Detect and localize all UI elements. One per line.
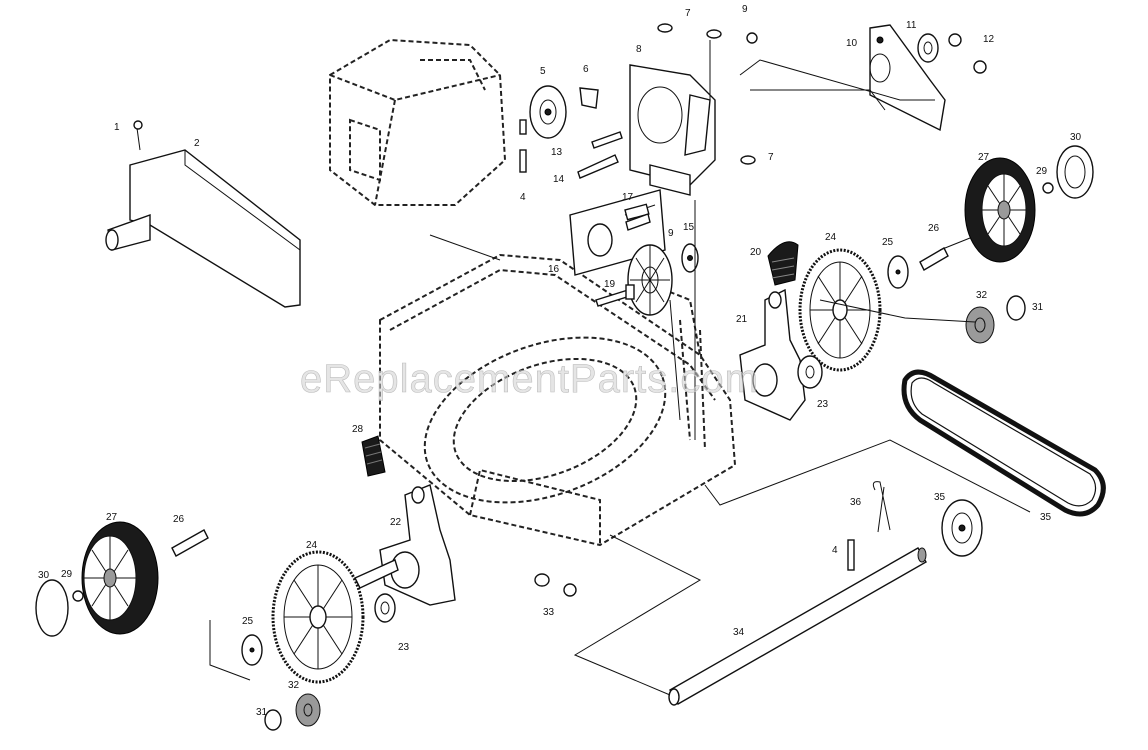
label-24b: 24 [306,540,318,551]
label-20: 20 [750,247,762,258]
label-21: 21 [736,314,748,325]
label-9b: 9 [668,228,674,239]
label-22: 22 [390,517,402,528]
rear-wheel-left-part-27 [81,521,159,635]
washer-part-11 [917,33,939,63]
label-7a: 7 [685,8,691,19]
label-10: 10 [846,38,858,49]
label-8: 8 [636,44,642,55]
bushing-part-26-right [919,247,949,271]
label-26a: 26 [928,223,940,234]
label-13: 13 [551,147,563,158]
watermark: eReplacementParts.com [300,357,759,401]
fasteners-13-14-4-17 [519,119,651,231]
label-27b: 27 [106,512,118,523]
axle-pulley-part-35 [941,499,983,557]
bolts-part-7 [657,23,758,165]
drive-gear-right-part-24 [798,248,882,372]
label-30a: 30 [1070,132,1082,143]
rear-wheel-right-part-27 [964,157,1036,263]
clip-part-31-left [264,709,282,731]
label-6: 6 [583,64,589,75]
part-labels: 1 2 4 4 5 6 7 7 8 9 9 10 11 12 13 14 15 … [38,4,1082,718]
height-bracket-right-part-21 [739,288,806,421]
label-4b: 4 [832,545,838,556]
rear-cover-part-2 [105,120,301,308]
washer-part-23-right [797,355,823,389]
cotter-pin-part-3 [872,481,891,533]
drive-gear-left-part-24 [271,550,365,684]
label-31a: 31 [1032,302,1044,313]
label-29b: 29 [61,569,73,580]
label-7b: 7 [768,152,774,163]
washer-part-25-right [887,255,909,289]
label-4a: 4 [520,192,526,203]
nut-part-12 [948,33,987,74]
bolt-part-19 [595,284,635,307]
label-11: 11 [906,20,917,31]
label-31b: 31 [256,707,268,718]
nut-part-29-left [72,590,84,602]
washer-part-25-left [241,634,263,666]
label-33: 33 [543,607,555,618]
label-2: 2 [194,138,200,149]
mower-deck [379,253,737,547]
cover-part-20 [767,241,799,286]
clip-part-6 [579,87,599,109]
label-28: 28 [352,424,364,435]
label-23a: 23 [817,399,829,410]
label-12: 12 [983,34,995,45]
pinion-gear-part-32-right [965,306,995,344]
hubcap-part-30-right [1056,145,1094,199]
pinion-gear-part-32-left [295,693,321,727]
label-34: 34 [733,627,745,638]
label-29a: 29 [1036,166,1048,177]
label-32b: 32 [288,680,300,691]
screws-part-33 [534,573,577,597]
label-23b: 23 [398,642,410,653]
label-36: 36 [850,497,862,508]
height-bracket-left-part-22 [354,484,456,606]
adjuster-bracket-part-8 [629,64,716,196]
washer-part-23-left [374,593,396,623]
pin-part-4 [847,539,855,571]
label-25b: 25 [242,616,254,627]
label-35b: 35 [1040,512,1052,523]
label-19: 19 [604,279,616,290]
bracket-part-10 [869,24,946,132]
label-5: 5 [540,66,546,77]
leader-lines [209,40,1031,696]
label-25a: 25 [882,237,894,248]
label-16: 16 [548,264,560,275]
pulley-part-5 [529,85,567,139]
label-30b: 30 [38,570,50,581]
clip-part-31-right [1006,295,1026,321]
label-15: 15 [683,222,695,233]
nut-part-29-right [1042,182,1054,194]
label-14: 14 [553,174,565,185]
engine-outline [329,38,507,206]
rear-axle-part-34 [668,547,927,706]
label-26b: 26 [173,514,185,525]
label-27a: 27 [978,152,990,163]
label-32a: 32 [976,290,988,301]
label-17: 17 [622,192,634,203]
pulley-part-9 [627,244,673,316]
hubcap-part-30-left [35,579,69,637]
label-24a: 24 [825,232,837,243]
label-35a: 35 [934,492,946,503]
label-9a: 9 [742,4,748,15]
bushing-part-26-left [171,529,209,557]
washer-part-15 [681,243,699,273]
deflector-part-28 [361,435,386,477]
label-1: 1 [114,122,120,133]
drive-belt-part-36 [901,369,1106,517]
